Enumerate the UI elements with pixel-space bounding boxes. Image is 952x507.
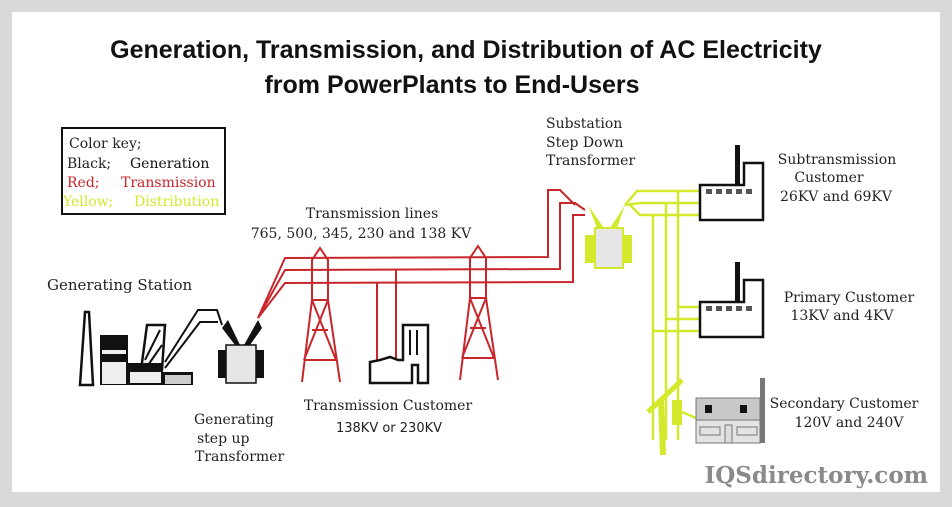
substation-label-1: Substation <box>546 116 622 132</box>
transmission-customer-factory-icon <box>368 323 430 385</box>
step-up-transformer-icon <box>218 320 264 384</box>
distribution-lines <box>624 189 700 456</box>
transmission-tower-icon <box>459 244 499 381</box>
secondary-customer-label: Secondary Customer <box>770 396 919 412</box>
substation-label-2: Step Down <box>546 135 624 151</box>
key-black-meaning: Generation <box>130 156 209 172</box>
subtransmission-label-1: Subtransmission <box>778 152 896 168</box>
subtransmission-voltage: 26KV and 69KV <box>780 189 893 205</box>
key-black-label: Black; <box>67 156 111 172</box>
transmission-voltages-label: 765, 500, 345, 230 and 138 KV <box>251 226 472 242</box>
step-up-label-1: Generating <box>194 412 274 428</box>
color-key: Color key; Black; Generation Red; Transm… <box>61 127 226 215</box>
secondary-customer-house-icon <box>695 378 765 444</box>
transmission-customer-label: Transmission Customer <box>304 398 473 414</box>
key-red-label: Red; <box>67 175 100 191</box>
transmission-lines-label: Transmission lines <box>306 206 439 222</box>
title-line-1: Generation, Transmission, and Distributi… <box>110 36 822 64</box>
subtransmission-customer-factory-icon <box>698 145 765 222</box>
title-line-2: from PowerPlants to End-Users <box>264 71 639 99</box>
key-yellow-meaning: Distribution <box>134 194 219 210</box>
primary-customer-factory-icon <box>698 262 765 339</box>
diagram-panel <box>12 12 940 492</box>
color-key-heading: Color key; <box>69 136 142 152</box>
substation-transformer-icon <box>585 205 632 269</box>
step-up-label-3: Transformer <box>195 449 284 465</box>
substation-label-3: Transformer <box>546 153 635 169</box>
transmission-tower-icon <box>301 246 341 383</box>
generating-station-label: Generating Station <box>47 276 192 294</box>
step-up-label-2: step up <box>197 431 250 447</box>
primary-customer-voltage: 13KV and 4KV <box>790 308 894 324</box>
subtransmission-label-2: Customer <box>794 170 864 186</box>
watermark: IQSdirectory.com <box>705 462 928 489</box>
key-red-meaning: Transmission <box>121 175 216 191</box>
key-yellow-label: Yellow; <box>62 194 113 210</box>
transmission-customer-voltage: 138KV or 230KV <box>336 421 442 436</box>
primary-customer-label: Primary Customer <box>784 290 915 306</box>
generating-station-icon <box>78 309 223 387</box>
secondary-customer-voltage: 120V and 240V <box>795 415 905 431</box>
